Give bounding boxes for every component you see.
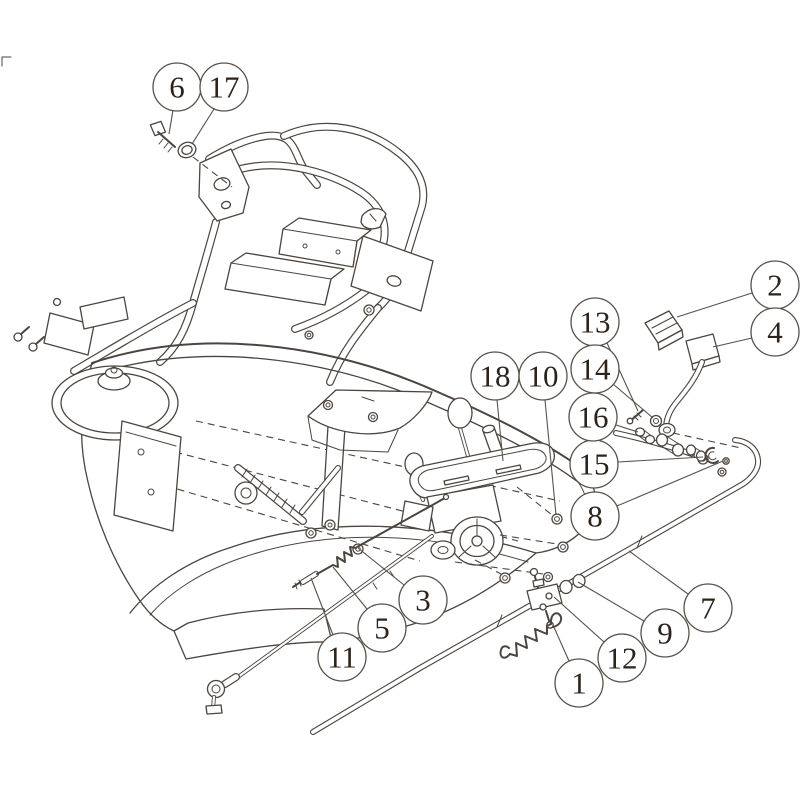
pivot-hardware-set xyxy=(626,409,742,465)
extension-spring xyxy=(499,612,563,659)
leader-line-11 xyxy=(310,577,334,636)
leader-line-16 xyxy=(615,424,639,433)
svg-text:12: 12 xyxy=(607,641,638,676)
callout-balloon-17[interactable]: 17 xyxy=(199,62,249,112)
cam-sector-disc xyxy=(450,516,504,566)
leader-line-12 xyxy=(553,596,605,643)
callout-balloon-18[interactable]: 18 xyxy=(470,351,520,401)
svg-text:14: 14 xyxy=(580,352,612,387)
cable-ball-joint-assembly xyxy=(205,534,434,715)
callout-balloon-3[interactable]: 3 xyxy=(398,575,448,625)
callout-balloon-7[interactable]: 7 xyxy=(683,583,733,633)
callout-balloon-15[interactable]: 15 xyxy=(569,439,619,489)
svg-text:17: 17 xyxy=(209,70,240,105)
push-nut xyxy=(722,457,730,465)
leader-line-2 xyxy=(676,292,753,318)
bushing xyxy=(685,444,697,456)
bushing xyxy=(634,427,646,437)
callout-balloon-13[interactable]: 13 xyxy=(570,297,620,347)
frame-bolt xyxy=(304,304,375,340)
shoulder-bolt xyxy=(149,120,176,153)
leader-line-7 xyxy=(628,550,689,595)
svg-text:2: 2 xyxy=(767,268,783,303)
leader-line-17 xyxy=(191,108,215,145)
callout-balloon-10[interactable]: 10 xyxy=(518,351,568,401)
svg-text:5: 5 xyxy=(374,611,390,646)
callout-balloon-16[interactable]: 16 xyxy=(568,392,618,442)
svg-text:8: 8 xyxy=(587,499,603,534)
svg-text:4: 4 xyxy=(767,315,783,350)
leader-line-18 xyxy=(496,399,504,462)
panel-dashed-lines xyxy=(454,486,558,575)
svg-text:9: 9 xyxy=(657,616,673,651)
callout-balloon-4[interactable]: 4 xyxy=(750,307,800,357)
svg-text:15: 15 xyxy=(579,447,610,482)
flange-nut xyxy=(177,141,197,159)
idler-pulley xyxy=(430,540,456,560)
e-clip xyxy=(704,446,719,464)
panel-mount-nuts xyxy=(499,513,569,584)
spindle-pulley xyxy=(51,365,179,441)
footrest-plate xyxy=(307,389,433,453)
deck-skirt xyxy=(173,607,333,660)
washer xyxy=(649,414,663,428)
leader-line-10 xyxy=(544,399,557,516)
assembly-axis-dashed xyxy=(192,156,233,188)
svg-text:6: 6 xyxy=(169,70,185,105)
callout-balloon-12[interactable]: 12 xyxy=(597,633,647,683)
leader-line-1 xyxy=(552,624,570,662)
deck-left-brackets xyxy=(13,296,129,356)
svg-text:18: 18 xyxy=(480,359,511,394)
steering-frame-assembly xyxy=(1,56,434,386)
leader-line-3 xyxy=(357,547,405,586)
callout-balloon-1[interactable]: 1 xyxy=(554,658,604,708)
leader-line-5 xyxy=(332,566,368,610)
svg-text:7: 7 xyxy=(700,591,716,626)
leader-line-14 xyxy=(612,383,654,419)
leader-line-15 xyxy=(617,456,704,463)
deck-hanger-linkage xyxy=(113,408,364,555)
callout-balloon-8[interactable]: 8 xyxy=(570,491,620,541)
callout-balloon-6[interactable]: 6 xyxy=(152,62,202,112)
spring-link-assembly xyxy=(292,493,450,590)
margin-tick xyxy=(1,56,12,67)
leader-line-4 xyxy=(712,337,753,348)
callout-balloon-2[interactable]: 2 xyxy=(750,260,800,310)
brake-control-rod xyxy=(310,437,762,735)
lever-knob xyxy=(447,397,473,429)
svg-text:16: 16 xyxy=(578,400,609,435)
svg-text:11: 11 xyxy=(327,640,357,675)
svg-text:10: 10 xyxy=(528,359,559,394)
pedal-assembly xyxy=(626,310,742,465)
leader-line-8 xyxy=(616,460,724,507)
spacer-tube xyxy=(655,433,669,447)
control-panel-assembly xyxy=(400,397,569,584)
callout-balloon-9[interactable]: 9 xyxy=(640,608,690,658)
leader-line-6 xyxy=(168,109,174,135)
svg-text:13: 13 xyxy=(580,305,611,340)
callout-balloon-11[interactable]: 11 xyxy=(317,632,367,682)
callout-balloon-14[interactable]: 14 xyxy=(570,344,620,394)
adjuster-barrel xyxy=(559,579,573,595)
ball-joint xyxy=(206,679,226,699)
leader-line-9 xyxy=(577,581,645,622)
svg-text:3: 3 xyxy=(415,583,431,618)
svg-text:1: 1 xyxy=(571,666,587,701)
mower-deck-assembly xyxy=(13,296,727,660)
callout-balloon-5[interactable]: 5 xyxy=(357,603,407,653)
